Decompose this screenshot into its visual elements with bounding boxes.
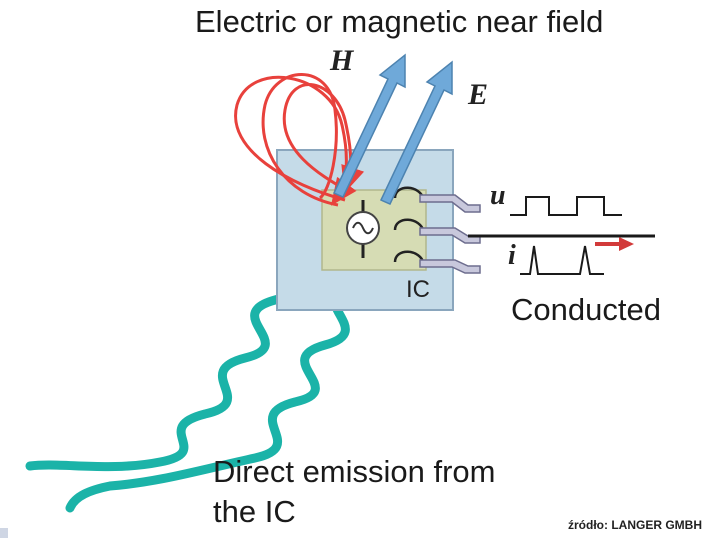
ic-pins [419, 194, 481, 274]
h-field-loops [234, 73, 365, 207]
e-field-arrow-1 [332, 53, 406, 198]
corner-mark [0, 528, 8, 538]
current-waveform [520, 245, 604, 275]
direct-emission-line-1: Direct emission from [213, 454, 496, 489]
voltage-label: u [490, 180, 506, 211]
e-field-label: E [468, 78, 489, 111]
direct-emission-line-2: the IC [213, 494, 296, 529]
voltage-waveform [510, 196, 622, 216]
conducted-label: Conducted [511, 292, 661, 327]
ac-source-icon [346, 211, 380, 245]
current-direction-arrow [595, 237, 634, 251]
radiation-wave-2 [65, 280, 360, 513]
ic-package [276, 149, 481, 311]
direct-emission-label: Direct emission from the IC [213, 452, 496, 532]
diagram-title: Electric or magnetic near field [195, 4, 604, 39]
source-credit: źródło: LANGER GMBH [568, 518, 702, 532]
ic-label: IC [406, 276, 430, 303]
current-label: i [508, 240, 516, 271]
radiation-wave-1 [25, 235, 305, 472]
e-field-arrows [332, 53, 453, 205]
e-field-arrow-2 [379, 60, 453, 205]
h-field-label: H [330, 44, 354, 77]
